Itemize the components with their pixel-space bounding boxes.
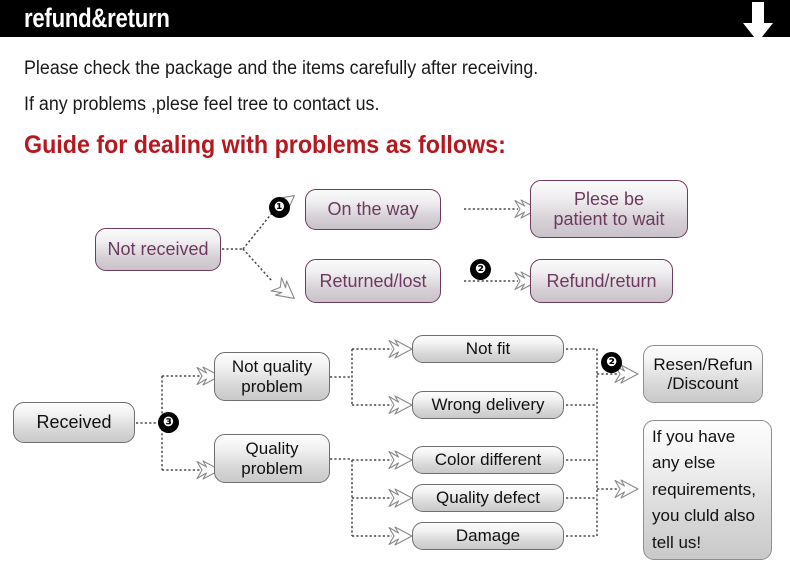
node-any-else-requirements[interactable]: If you have any else requirements, you c… [643, 420, 772, 560]
node-received[interactable]: Received [13, 402, 135, 443]
node-refund-return[interactable]: Refund/return [530, 259, 673, 303]
header-bar: refund&return [0, 0, 790, 37]
node-returned-lost[interactable]: Returned/lost [305, 259, 441, 303]
badge-step-1: ❶ [269, 197, 290, 218]
badge-step-2: ❷ [470, 259, 491, 280]
node-not-quality-problem[interactable]: Not quality problem [214, 352, 330, 401]
node-resend-refund-discount[interactable]: Resen/Refun /Discount [643, 345, 763, 403]
intro-line-2: If any problems ,plese feel tree to cont… [24, 94, 380, 115]
badge-step-2-lower: ❷ [601, 352, 622, 373]
badge-step-3: ❸ [158, 412, 179, 433]
node-quality-defect[interactable]: Quality defect [412, 484, 564, 512]
node-not-fit[interactable]: Not fit [412, 335, 564, 363]
node-not-received[interactable]: Not received [95, 228, 221, 271]
intro-line-1: Please check the package and the items c… [24, 58, 539, 79]
down-arrow-icon [743, 2, 773, 42]
node-quality-problem[interactable]: Quality problem [214, 434, 330, 483]
node-color-different[interactable]: Color different [412, 446, 564, 474]
node-wrong-delivery[interactable]: Wrong delivery [412, 391, 564, 419]
guide-heading: Guide for dealing with problems as follo… [24, 131, 506, 159]
node-plese-be-patient[interactable]: Plese be patient to wait [530, 180, 688, 238]
node-damage[interactable]: Damage [412, 522, 564, 550]
node-on-the-way[interactable]: On the way [305, 189, 441, 230]
page-title: refund&return [24, 3, 170, 33]
